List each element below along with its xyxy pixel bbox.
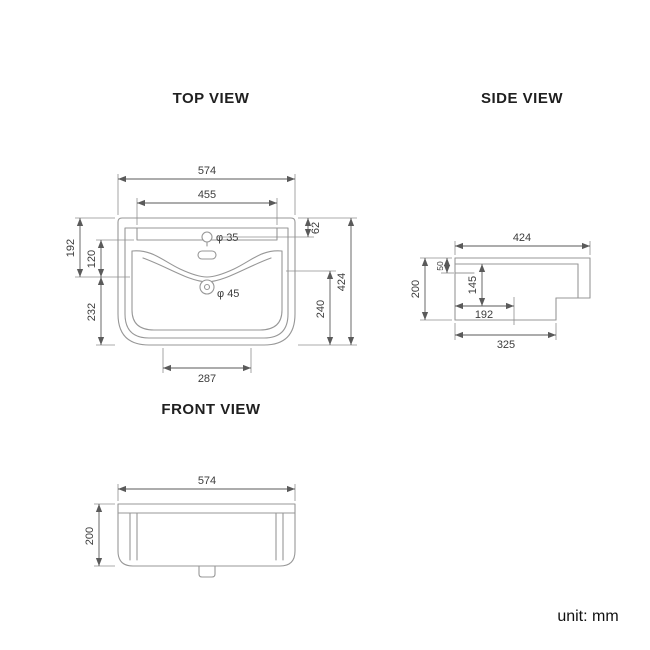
dim-label-side-50: 50	[435, 261, 445, 271]
dim-label-424: 424	[336, 273, 348, 291]
top-view-title: TOP VIEW	[173, 90, 250, 107]
dim-label-side-325: 325	[497, 339, 515, 351]
dim-label-287: 287	[198, 373, 216, 385]
dim-side-base-depth: 325	[454, 323, 557, 351]
top-view: TOP VIEW φ 35 φ 45 574 455	[65, 90, 357, 385]
dim-top-overall-width: 574	[117, 165, 296, 215]
dim-side-height: 200	[410, 257, 452, 321]
dim-side-rim-drop: 50	[435, 258, 454, 274]
dim-label-side-145: 145	[467, 276, 479, 294]
bowl-top-wave	[131, 250, 283, 278]
dim-label-455: 455	[198, 189, 216, 201]
top-view-outline: φ 35 φ 45	[117, 217, 296, 346]
drain-hole-center	[203, 283, 211, 291]
drain-hole-label: φ 45	[217, 288, 239, 300]
faucet-hole-label: φ 35	[216, 232, 238, 244]
dim-top-bottom-width: 287	[162, 348, 252, 385]
dim-top-deck-width: 455	[136, 189, 278, 225]
dim-side-overall-depth: 424	[454, 232, 591, 255]
dim-top-back-to-bowl: 192	[65, 217, 130, 278]
bowl-inner-wave	[142, 257, 272, 283]
dim-label-side-200: 200	[410, 280, 422, 298]
dim-front-height: 200	[84, 503, 115, 567]
dim-top-to-faucet: 62	[216, 217, 357, 238]
faucet-hole	[201, 231, 213, 243]
dim-label-240: 240	[315, 300, 327, 318]
basin-outer-outline	[117, 217, 296, 346]
dim-label-side-424: 424	[513, 232, 531, 244]
dim-label-232: 232	[86, 303, 98, 321]
dim-label-574: 574	[198, 165, 216, 177]
front-view-outline	[117, 503, 296, 578]
dim-front-overall-width: 574	[117, 475, 296, 501]
dim-top-bowl-depth: 240	[286, 270, 357, 346]
side-view: SIDE VIEW 424 200 50	[410, 90, 591, 351]
dim-label-192: 192	[65, 239, 77, 257]
dim-top-bowl-to-front: 232	[86, 277, 115, 346]
unit-note: unit: mm	[557, 608, 618, 625]
dim-side-drain-offset: 192	[455, 297, 515, 325]
dim-label-side-192: 192	[475, 309, 493, 321]
front-view: FRONT VIEW 574 200	[84, 401, 296, 578]
dim-top-deck-to-bowl: 120	[86, 239, 134, 277]
dim-label-120: 120	[86, 250, 98, 268]
front-outer-outline	[117, 503, 296, 567]
dim-label-62: 62	[310, 222, 322, 234]
dim-label-front-574: 574	[198, 475, 216, 487]
front-view-title: FRONT VIEW	[161, 401, 261, 418]
side-view-title: SIDE VIEW	[481, 90, 563, 107]
drain-hole	[199, 279, 215, 295]
dim-top-overall-depth: 424	[336, 218, 355, 345]
bowl-walls	[131, 250, 283, 331]
overflow-slot	[197, 250, 217, 260]
basin-inner-rim	[124, 227, 289, 339]
side-view-outline	[454, 257, 591, 321]
dim-label-front-200: 200	[84, 527, 96, 545]
front-drain-stub	[198, 565, 216, 578]
dim-side-inner-depth: 145	[467, 264, 486, 306]
